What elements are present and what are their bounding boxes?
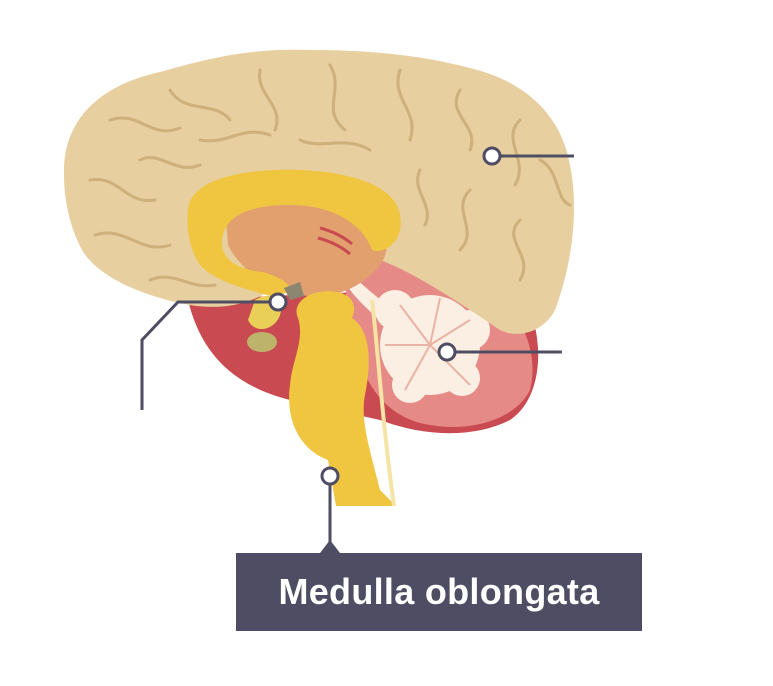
- marker-dots: [268, 146, 502, 486]
- label-text: Medulla oblongata: [278, 571, 600, 612]
- hidden-label-hypothalamus: [0, 450, 180, 530]
- cerebrum-fold-lines: [88, 63, 572, 288]
- thalamus-stripes: [317, 226, 353, 256]
- hidden-label-cerebellum: [570, 320, 770, 390]
- spinal-cord-edge: [370, 299, 396, 507]
- brainstem: [289, 291, 396, 506]
- corpus-callosum: [187, 169, 401, 296]
- cerebellum-fold-lines: [385, 297, 471, 391]
- hidden-label-cerebrum: [588, 98, 768, 218]
- medulla-oblongata-label: Medulla oblongata: [236, 553, 642, 631]
- label-pointer: [320, 540, 340, 553]
